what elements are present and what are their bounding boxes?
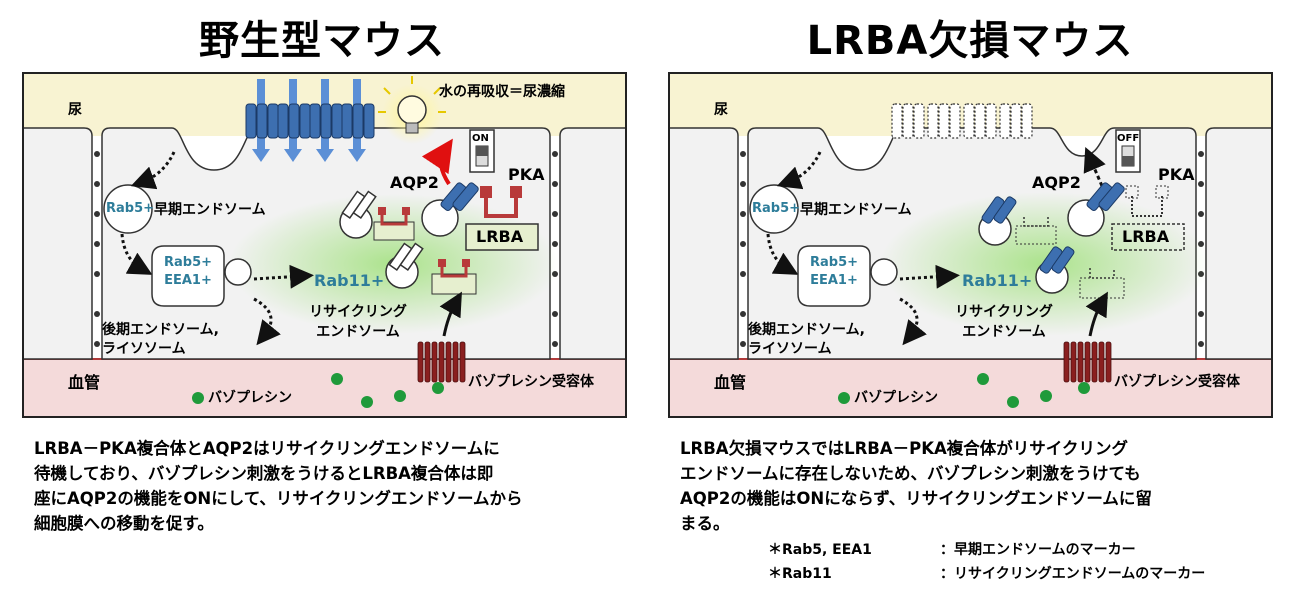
rab5-sorting-label: Rab5+ <box>809 255 859 270</box>
recycling-endosome-ghost <box>339 190 415 241</box>
blood-vessel <box>670 359 1271 416</box>
late-endosome-label-1: 後期エンドソーム, <box>102 322 219 338</box>
sorting-endosome <box>151 245 225 307</box>
pka-label: PKA <box>1158 165 1195 184</box>
note-row: ＊Rab11 ：リサイクリングエンドソームのマーカー <box>768 562 1268 586</box>
rab5-sorting-label: Rab5+ <box>163 255 213 270</box>
recycling-endosome-rab11 <box>385 242 477 295</box>
early-endosome <box>103 184 153 234</box>
recycling-endosome-ghost <box>978 196 1057 246</box>
neighbor-cell-right <box>559 127 625 360</box>
lrba-label: LRBA <box>1122 227 1170 246</box>
rab5-label: Rab5+ <box>106 201 155 216</box>
aqp2-absent-membrane <box>891 103 1033 139</box>
diagram-lrba-knockout-art <box>670 74 1271 416</box>
vasopressin-molecules <box>192 373 444 408</box>
lrba-pka-complex <box>421 182 539 251</box>
switch-off-icon <box>1115 129 1141 173</box>
early-endosome-label: 早期エンドソーム <box>154 202 266 218</box>
urine-label: 尿 <box>714 102 728 118</box>
diagram-wild-type-art <box>24 74 625 416</box>
recycling-endosome-label-1: リサイクリング <box>955 304 1053 320</box>
diagram-wild-type: 尿 水の再吸収＝尿濃縮 ON AQP2 PKA LRBA Rab5+ 早期エンド… <box>22 72 627 418</box>
urine-label: 尿 <box>68 102 82 118</box>
note-key: ＊Rab11 <box>768 566 832 582</box>
rab5-label: Rab5+ <box>752 201 801 216</box>
vasopressin-receptor <box>1063 341 1112 383</box>
vasopressin-label: バゾプレシン <box>854 390 938 406</box>
late-endosome-label-1: 後期エンドソーム, <box>748 322 865 338</box>
description-line: AQP2の機能はONにならず、リサイクリングエンドソームに留 <box>680 489 1152 508</box>
description-wild-type: LRBA－PKA複合体とAQP2はリサイクリングエンドソームに 待機しており、バ… <box>34 436 634 536</box>
reabsorption-label: 水の再吸収＝尿濃縮 <box>439 84 565 100</box>
late-endosome-label-2: ライソソーム <box>748 341 832 357</box>
blood-label: 血管 <box>68 373 101 392</box>
receptor-label: バゾプレシン受容体 <box>1114 374 1240 390</box>
eea1-label: EEA1+ <box>810 273 858 288</box>
note-row: ＊Rab5, EEA1 ：早期エンドソームのマーカー <box>768 538 1268 562</box>
panel-title-wild-type: 野生型マウス <box>199 18 445 64</box>
panel-title-lrba-knockout: LRBA欠損マウス <box>806 18 1134 64</box>
rab11-label: Rab11+ <box>314 271 385 290</box>
description-line: LRBA欠損マウスではLRBA－PKA複合体がリサイクリング <box>680 439 1128 458</box>
blood-vessel <box>24 359 625 416</box>
aqp2-channels-membrane <box>245 79 375 162</box>
vasopressin-receptor <box>417 341 466 383</box>
eea1-label: EEA1+ <box>164 273 212 288</box>
blood-label: 血管 <box>714 373 747 392</box>
pka-label: PKA <box>508 165 545 184</box>
late-endosome-label-2: ライソソーム <box>102 341 186 357</box>
lrba-label: LRBA <box>476 227 524 246</box>
description-line: 細胞膜への移動を促す。 <box>34 514 214 533</box>
switch-label: ON <box>472 133 489 144</box>
sorting-endosome <box>797 245 871 307</box>
vasopressin-molecules <box>838 373 1090 408</box>
recycling-endosome-label-2: エンドソーム <box>316 324 400 340</box>
aqp2-label: AQP2 <box>1032 173 1081 192</box>
switch-on-icon <box>469 129 495 173</box>
note-value: ：早期エンドソームのマーカー <box>940 542 1136 558</box>
activation-arrow <box>421 138 453 186</box>
lightbulb-icon <box>378 76 446 144</box>
rab11-label: Rab11+ <box>962 271 1033 290</box>
neighbor-cell-left <box>670 127 739 360</box>
marker-notes: ＊Rab5, EEA1 ：早期エンドソームのマーカー ＊Rab11 ：リサイクリ… <box>768 538 1268 586</box>
switch-label: OFF <box>1117 133 1140 144</box>
description-line: まる。 <box>680 514 730 533</box>
note-key: ＊Rab5, EEA1 <box>768 542 872 558</box>
recycling-endosome-label-2: エンドソーム <box>962 324 1046 340</box>
note-value: ：リサイクリングエンドソームのマーカー <box>940 566 1206 582</box>
early-endosome <box>749 184 799 234</box>
aqp2-label: AQP2 <box>390 173 439 192</box>
early-endosome-label: 早期エンドソーム <box>800 202 912 218</box>
lrba-absent-complex <box>1067 182 1185 251</box>
recycling-endosome-label-1: リサイクリング <box>309 304 407 320</box>
diagram-lrba-knockout: 尿 OFF AQP2 PKA LRBA Rab5+ 早期エンドソーム Rab5+… <box>668 72 1273 418</box>
description-line: 座にAQP2の機能をONにして、リサイクリングエンドソームから <box>34 489 523 508</box>
description-line: エンドソームに存在しないため、バゾプレシン刺激をうけても <box>680 464 1141 483</box>
neighbor-cell-left <box>24 127 93 360</box>
receptor-label: バゾプレシン受容体 <box>468 374 594 390</box>
description-line: 待機しており、バゾプレシン刺激をうけるとLRBA複合体は即 <box>34 464 494 483</box>
neighbor-cell-right <box>1205 127 1271 360</box>
description-lrba-knockout: LRBA欠損マウスではLRBA－PKA複合体がリサイクリング エンドソームに存在… <box>680 436 1280 536</box>
vasopressin-label: バゾプレシン <box>208 390 292 406</box>
description-line: LRBA－PKA複合体とAQP2はリサイクリングエンドソームに <box>34 439 500 458</box>
